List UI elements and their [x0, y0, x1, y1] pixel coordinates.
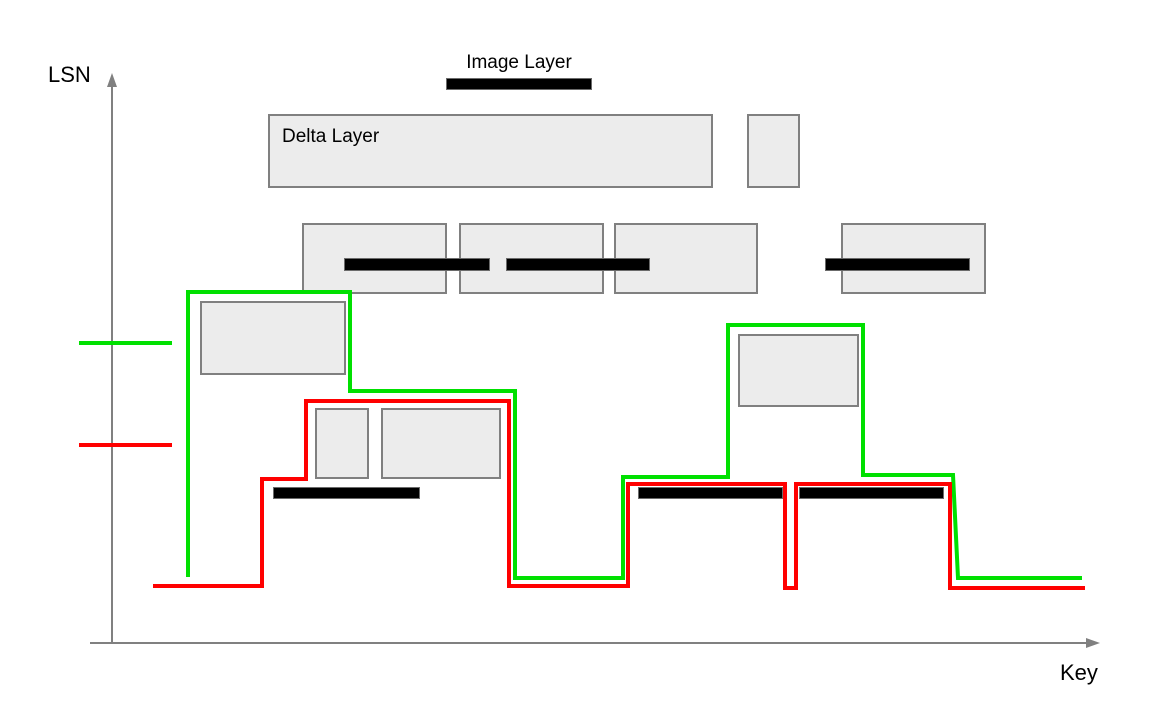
- image-layer-row2-a: [344, 258, 490, 271]
- image-layer-caption: Image Layer: [466, 52, 572, 73]
- delta-layer-main: Delta Layer: [268, 114, 713, 188]
- delta-layer-top-small: [747, 114, 800, 188]
- delta-layer-plateau: [738, 334, 859, 407]
- key-axis-label: Key: [1060, 660, 1098, 685]
- delta-layer-mid-lower: [381, 408, 501, 479]
- image-layer-lower-mid: [638, 487, 783, 499]
- delta-layer-label: Delta Layer: [282, 126, 380, 147]
- y-axis-arrowhead: [107, 73, 117, 87]
- image-layer-row2-c: [825, 258, 970, 271]
- image-layer-top: [446, 78, 592, 90]
- image-layer-row2-b: [506, 258, 650, 271]
- lsn-axis-label: LSN: [48, 62, 91, 87]
- x-axis-arrowhead: [1086, 638, 1100, 648]
- image-layer-lower-right: [799, 487, 944, 499]
- delta-layer-mid-left: [200, 301, 346, 375]
- image-layer-lower-left: [273, 487, 420, 499]
- delta-layer-small-lower: [315, 408, 369, 479]
